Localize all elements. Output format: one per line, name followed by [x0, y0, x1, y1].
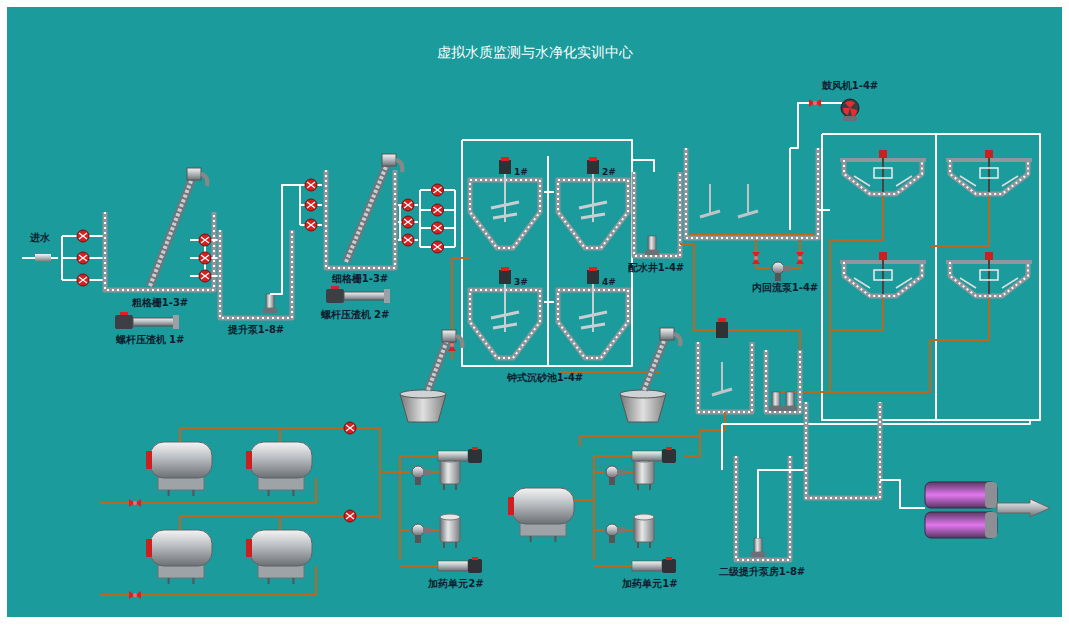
- pipe-connector: [544, 191, 554, 193]
- equipment-label: 内回流泵1-4#: [752, 282, 818, 294]
- tank-outline: [554, 266, 632, 362]
- grit-chamber-tank: 3#: [466, 266, 544, 362]
- grit-chamber-tank: 2#: [554, 156, 632, 252]
- equipment-label: 加药单元1#: [622, 578, 677, 590]
- grit-chamber-tank: 1#: [466, 156, 544, 252]
- equipment-label: 钟式沉砂池1-4#: [507, 372, 583, 384]
- diagram-title: 虚拟水质监测与水净化实训中心: [437, 44, 633, 62]
- pipe-connector: [544, 301, 554, 303]
- tank-number: 4#: [602, 277, 616, 287]
- equipment-label: 粗格栅1-3#: [132, 297, 188, 309]
- equipment-label: 二级提升泵房1-8#: [719, 566, 805, 578]
- tank-number: 2#: [602, 167, 616, 177]
- grit-chamber-tank: 4#: [554, 266, 632, 362]
- equipment-label: 加药单元2#: [428, 578, 483, 590]
- tank-outline: [466, 156, 544, 252]
- equipment-label: 螺杆压渣机 2#: [321, 309, 390, 321]
- equipment-label: 细格栅1-3#: [332, 273, 388, 285]
- equipment-label: 配水井1-4#: [628, 262, 684, 274]
- tank-number: 3#: [514, 277, 528, 287]
- equipment-label: 螺杆压渣机 1#: [116, 334, 185, 346]
- tank-number: 1#: [514, 167, 528, 177]
- tank-outline: [466, 266, 544, 362]
- equipment-label: 鼓风机1-4#: [822, 80, 878, 92]
- equipment-label: 进水: [30, 232, 50, 244]
- equipment-label: 提升泵1-8#: [228, 324, 284, 336]
- tank-outline: [554, 156, 632, 252]
